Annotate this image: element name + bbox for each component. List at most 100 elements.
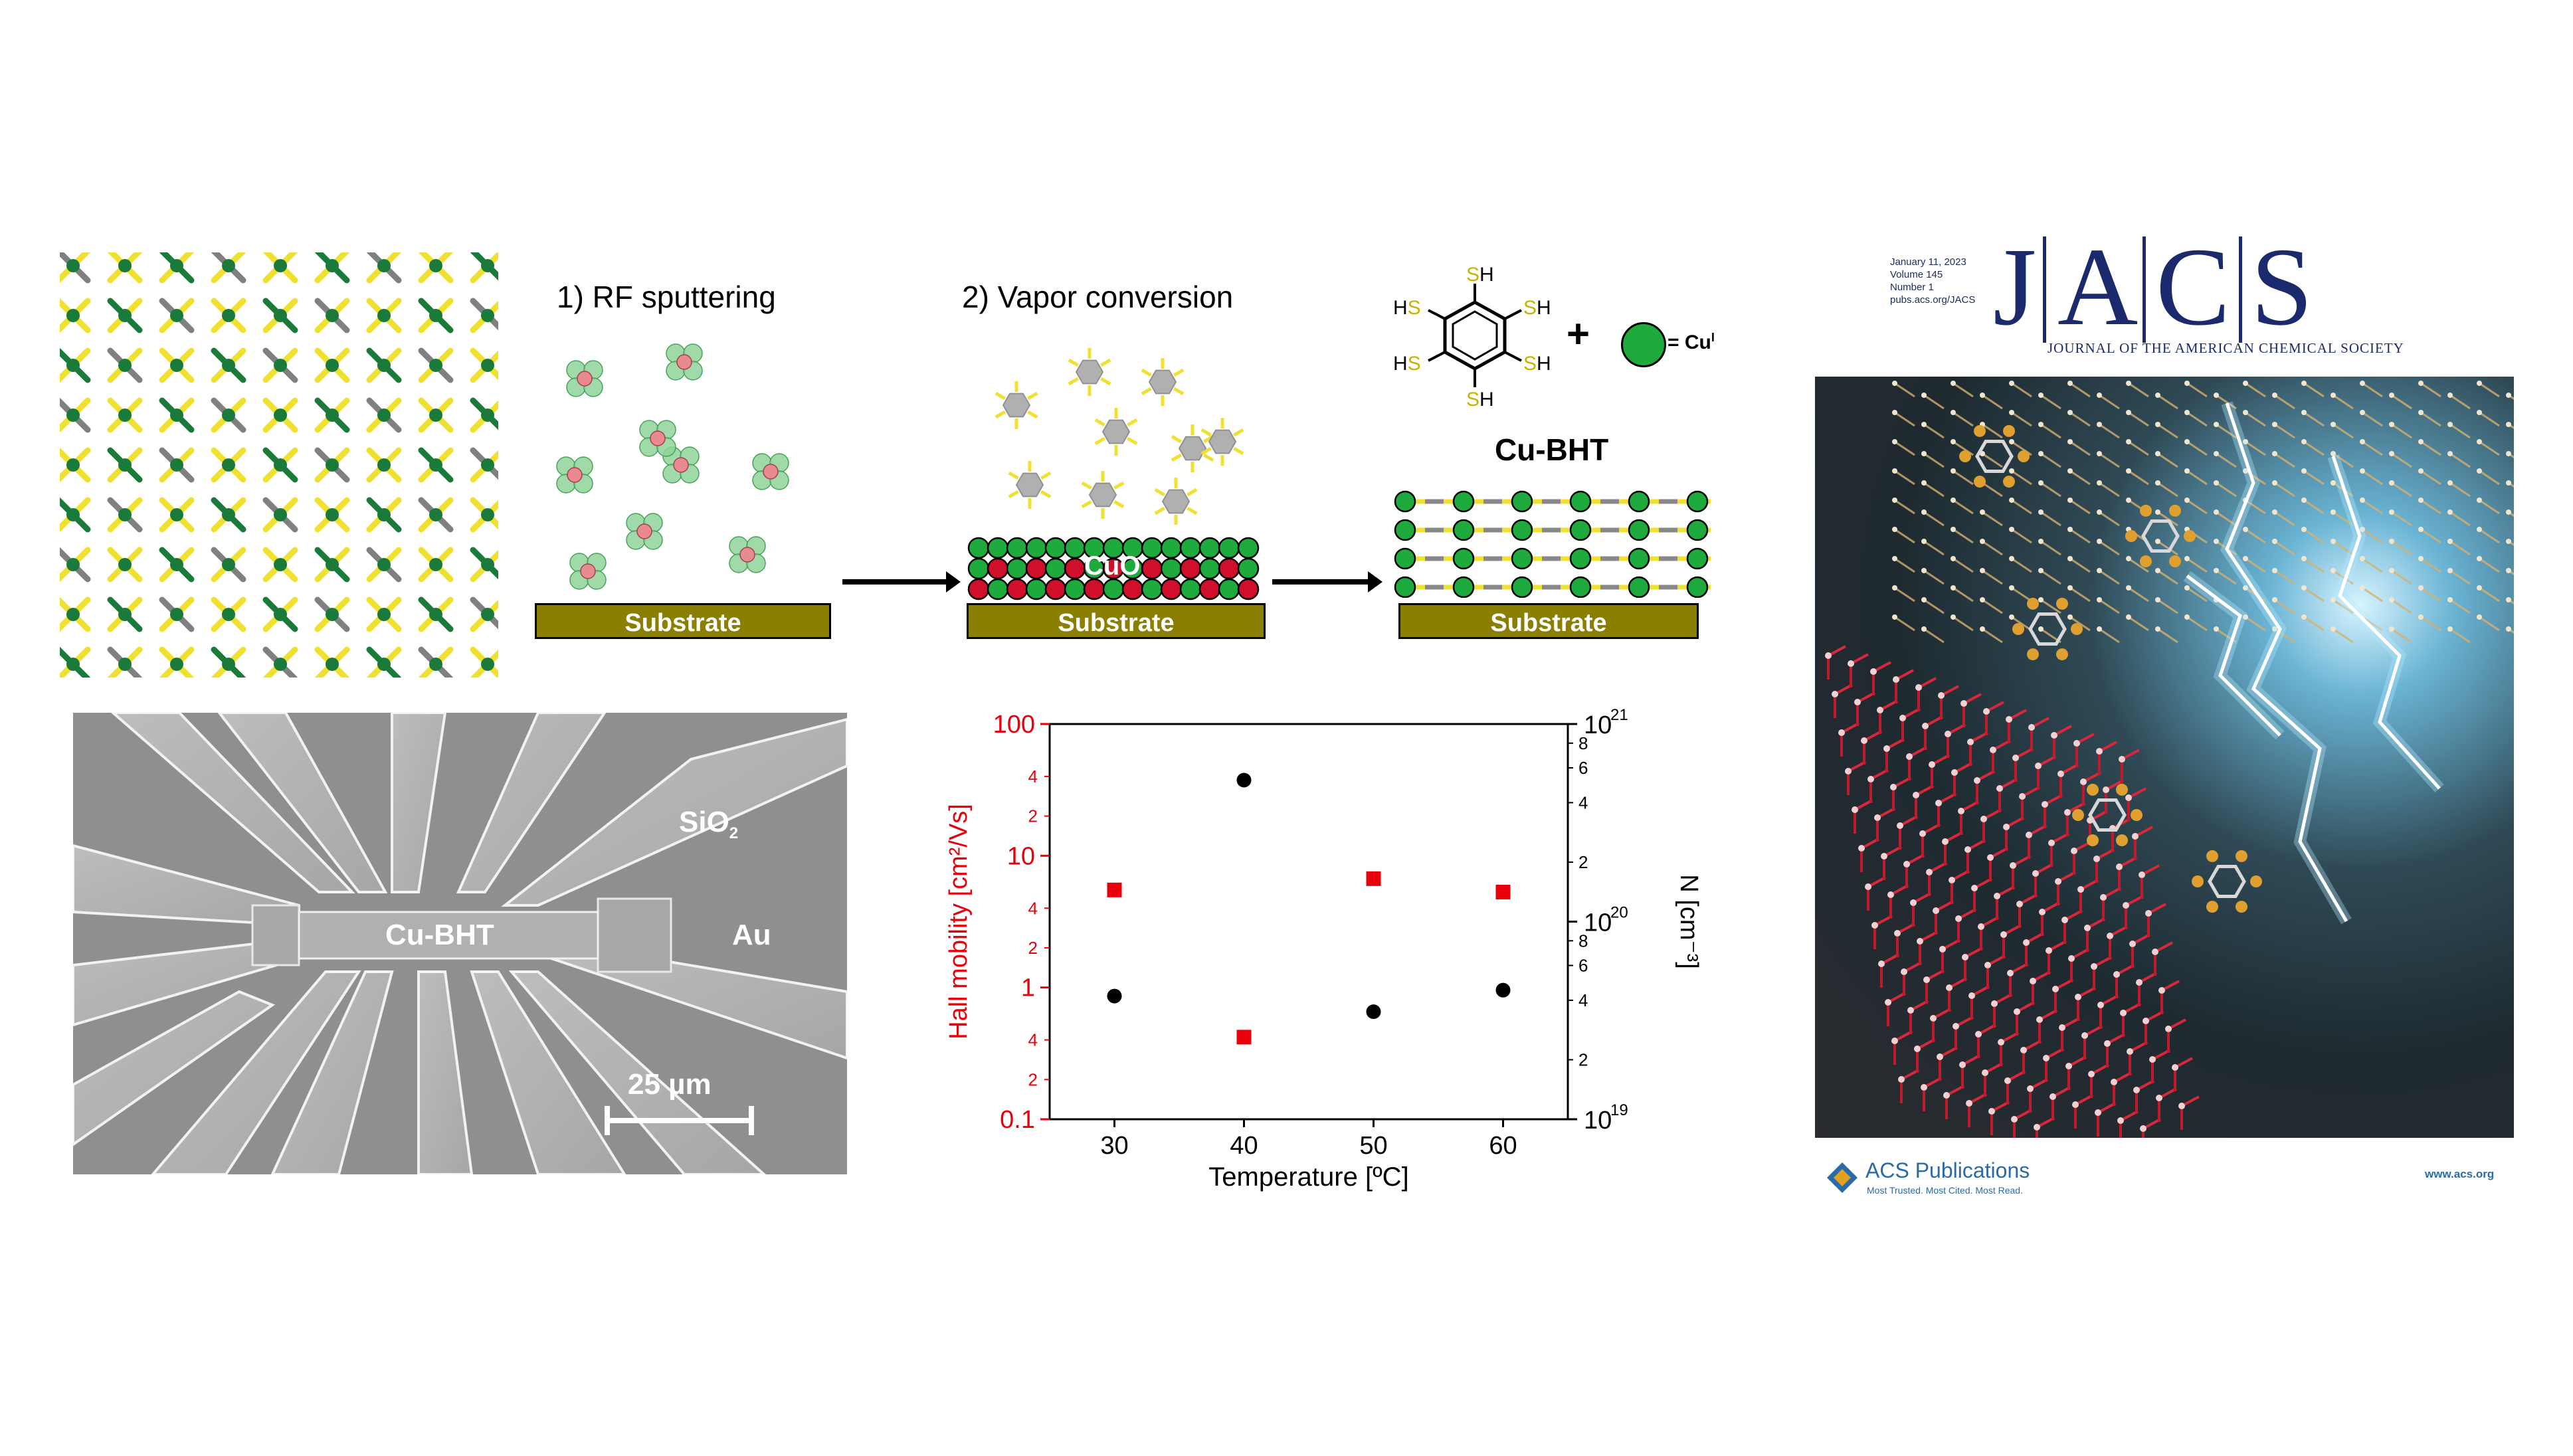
lattice-atom (2155, 480, 2160, 486)
cover-sulfur-atom (2206, 901, 2218, 913)
product-label: Cu-BHT (1495, 432, 1609, 467)
thiol-arm (1068, 377, 1079, 386)
lattice-atom (1974, 777, 1980, 784)
lattice-atom (2360, 410, 2365, 415)
x-tick-label: 50 (1359, 1132, 1387, 1160)
framework-atom (170, 558, 183, 571)
lattice-atom (2034, 1124, 2040, 1131)
lattice-bond-gold (2333, 394, 2354, 410)
framework-atom (326, 658, 339, 671)
lattice-bond-gold (1894, 557, 1915, 573)
lattice-atom (2418, 556, 2424, 561)
lattice-atom (2447, 509, 2453, 515)
lattice-atom (2418, 468, 2424, 474)
lattice-bond-gold (1923, 540, 1945, 556)
oxygen-atom (987, 557, 1009, 580)
framework-atom (481, 508, 494, 521)
y-right-minor-label: 4 (1578, 990, 1588, 1010)
lattice-atom (1899, 715, 1906, 721)
cover-sulfur-atom (2071, 623, 2083, 635)
lattice-atom (2184, 410, 2190, 415)
lattice-atom (2243, 527, 2248, 532)
lattice-atom (2036, 1016, 2043, 1023)
lattice-bond-gold (2157, 452, 2178, 468)
publisher-name: ACS Publications (1865, 1158, 2030, 1182)
cuo-layer (967, 537, 1260, 600)
y-right-minor-label: 8 (1578, 733, 1588, 753)
y-left-axis-label: Hall mobility [cm²/Vs] (945, 804, 973, 1040)
lattice-atom (1901, 968, 1907, 975)
copper-node (1394, 519, 1416, 541)
lattice-atom (2020, 1047, 2027, 1053)
lattice-atom (1832, 691, 1838, 697)
lattice-atom (1951, 769, 1958, 776)
oxygen-atom (1044, 578, 1067, 600)
lattice-atom (2214, 568, 2219, 573)
lattice-atom (1962, 954, 1968, 960)
hall-mobility-point (1495, 885, 1511, 900)
oxygen-atom (1121, 578, 1144, 600)
lattice-atom (2126, 585, 2131, 591)
lattice-atom (1951, 585, 1956, 591)
cover-benzene-ring (2088, 798, 2127, 832)
y-right-minor-label: 4 (1578, 792, 1588, 812)
oxygen-atom (1198, 578, 1221, 600)
framework-atom (326, 409, 339, 422)
framework-atom (481, 409, 494, 422)
lattice-bond-gold (1894, 440, 1915, 456)
thiol-arm (1008, 490, 1019, 499)
lattice-atom (2243, 614, 2248, 620)
lattice-bond-gold (2245, 499, 2266, 515)
y-right-minor-label: 2 (1578, 1049, 1588, 1069)
lattice-bond-gold (2186, 587, 2208, 602)
framework-atom (481, 608, 494, 621)
copper-atom (1064, 578, 1086, 600)
substrate-step3: Substrate (1398, 603, 1699, 639)
scale-bar (605, 1106, 754, 1135)
hall-mobility-point (1366, 871, 1381, 886)
lattice-atom (2009, 556, 2014, 561)
benzene-ring (1015, 472, 1044, 498)
substrate-step1: Substrate (535, 603, 831, 639)
lattice-atom (2075, 994, 2081, 1000)
cover-sulfur-atom (2140, 555, 2152, 568)
cu-bht-layers (1394, 490, 1711, 598)
lattice-bond-gold (2245, 440, 2266, 456)
framework-atom (429, 259, 442, 272)
lattice-atom (2100, 894, 2107, 901)
lattice-bond-gold (2508, 628, 2514, 634)
lattice-atom (1871, 922, 1878, 929)
thiol-arm (1100, 377, 1111, 386)
lattice-atom (1951, 527, 1956, 532)
cover-sulfur-atom (2116, 783, 2128, 796)
copper-node (1686, 576, 1709, 598)
framework-atom (118, 458, 132, 472)
framework-atom (222, 409, 235, 422)
framework-atom (481, 458, 494, 472)
lattice-atom (1951, 498, 1956, 503)
lattice-atom (1967, 739, 1974, 745)
lattice-atom (2097, 393, 2102, 398)
lattice-bond-gold (2274, 423, 2295, 439)
electric-streak (2225, 403, 2348, 923)
lattice-atom (2272, 480, 2277, 486)
lattice-atom (2068, 955, 2075, 962)
lattice-bond-gold (2362, 587, 2383, 602)
lattice-bond-gold (2449, 598, 2471, 614)
lattice-atom (2155, 509, 2160, 515)
lattice-atom (1877, 707, 1883, 713)
lattice-atom (1984, 962, 1991, 968)
lattice-atom (2447, 597, 2453, 602)
lattice-atom (1946, 984, 1953, 991)
lattice-bond-gold (2186, 470, 2208, 486)
lattice-atom (2214, 539, 2219, 544)
lattice-atom (2104, 1040, 2111, 1047)
lattice-atom (1951, 468, 1956, 474)
cover-sulfur-atom (2072, 809, 2084, 821)
electric-streak (2331, 456, 2441, 790)
lattice-atom (2214, 393, 2219, 398)
lattice-bond-gold (2245, 616, 2266, 632)
lattice-atom (1966, 1100, 1972, 1107)
lattice-bond-gold (2508, 482, 2514, 488)
svg-text:SH: SH (1523, 353, 1551, 375)
